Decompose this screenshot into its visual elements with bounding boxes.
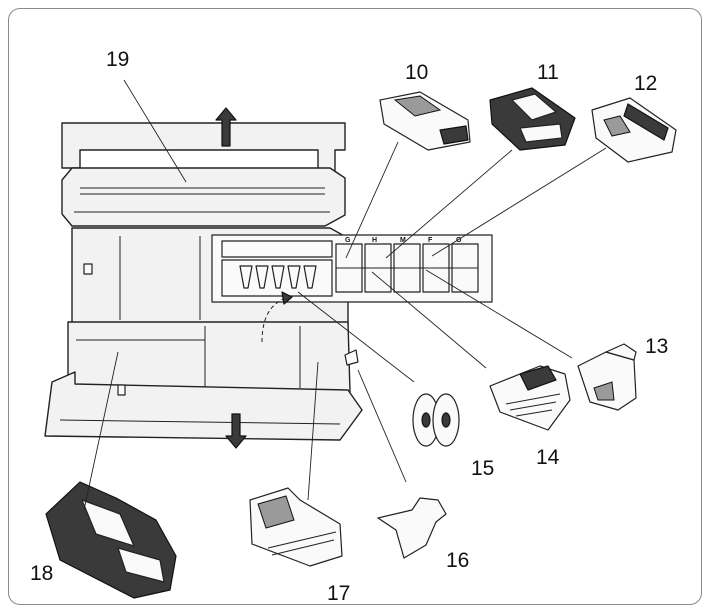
callout-18: 18	[30, 562, 53, 585]
presser-foot-18	[45, 481, 177, 599]
callout-13: 13	[645, 335, 668, 358]
callout-11: 11	[537, 61, 559, 84]
presser-foot-11	[489, 87, 576, 151]
presser-foot-14	[489, 365, 571, 431]
arrow-down-icon	[225, 413, 247, 449]
presser-foot-10	[379, 91, 471, 151]
callout-10: 10	[405, 61, 428, 84]
presser-foot-13	[577, 343, 637, 411]
callout-19: 19	[106, 48, 129, 71]
upper-lid	[61, 122, 346, 174]
bobbins-15	[412, 393, 460, 447]
callout-12: 12	[634, 72, 657, 95]
leader-lines	[83, 79, 607, 511]
accessory-box: G H M F O	[44, 122, 493, 441]
slot-label-h: H	[372, 237, 377, 244]
lid-tray	[61, 167, 346, 227]
callout-14: 14	[536, 446, 560, 469]
callout-17: 17	[327, 582, 350, 605]
slot-label-f: F	[428, 237, 433, 244]
arrow-up-icon	[215, 107, 237, 147]
slot-label-o: O	[456, 237, 462, 244]
lower-drawer	[67, 321, 351, 393]
curved-arrow-icon	[261, 291, 293, 343]
accessory-16	[377, 497, 447, 559]
bobbin-pegs	[239, 265, 317, 289]
slot-label-m: M	[400, 237, 406, 244]
presser-foot-12	[591, 97, 677, 163]
callout-16: 16	[446, 549, 469, 572]
presser-foot-17	[249, 487, 343, 567]
callout-15: 15	[471, 457, 494, 480]
slot-label-g: G	[345, 237, 351, 244]
foot-slots	[335, 243, 479, 293]
